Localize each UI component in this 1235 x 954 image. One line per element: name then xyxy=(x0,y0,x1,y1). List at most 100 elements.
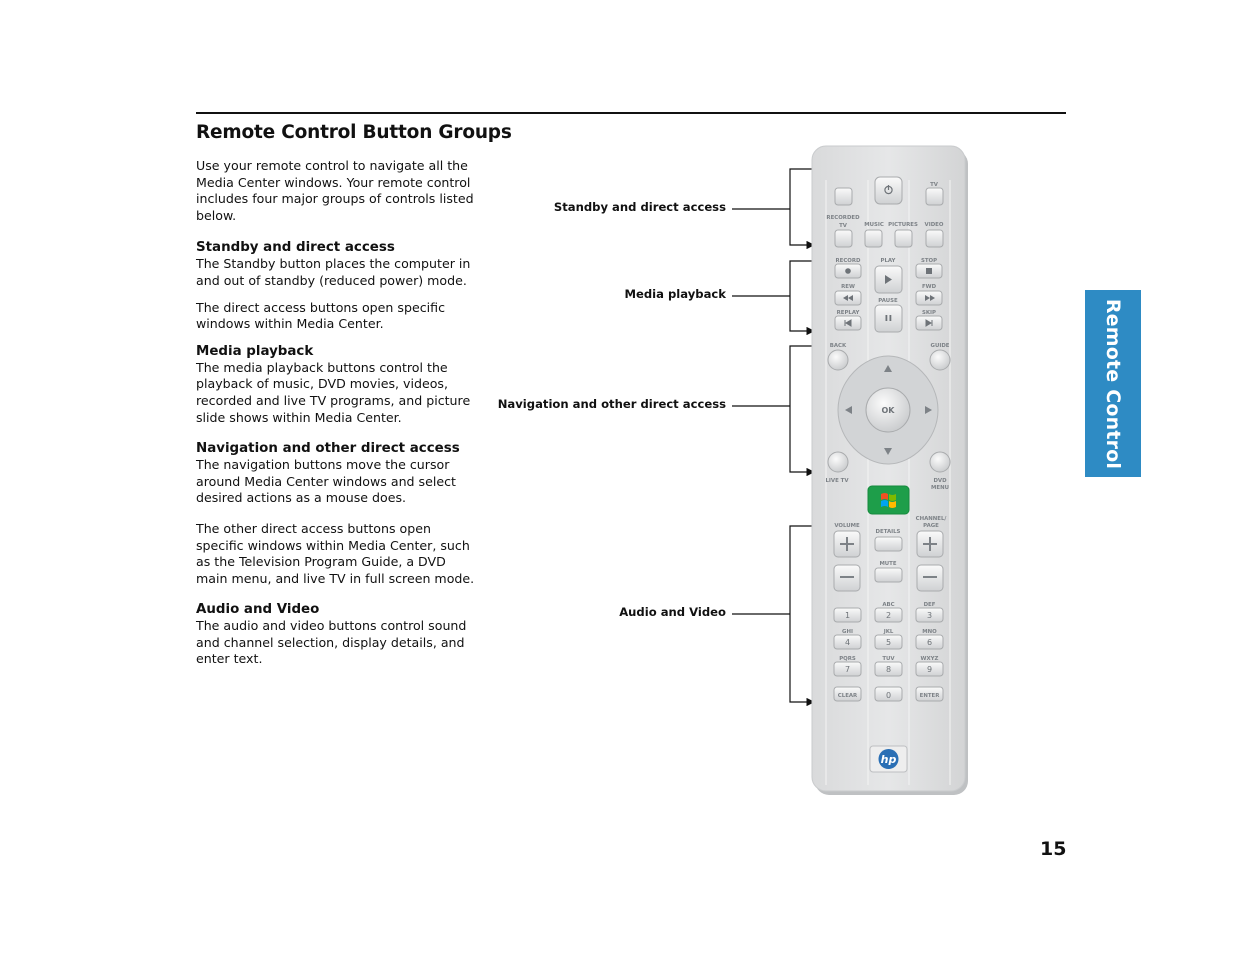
svg-text:MUTE: MUTE xyxy=(879,561,896,567)
enter-button xyxy=(915,686,944,702)
windows-logo-icon xyxy=(881,493,896,508)
svg-text:SKIP: SKIP xyxy=(922,310,936,316)
svg-text:VOLUME: VOLUME xyxy=(834,523,860,529)
svg-text:hp: hp xyxy=(881,753,897,766)
mute-button xyxy=(874,567,903,583)
svg-text:BACK: BACK xyxy=(830,343,847,349)
tv-button xyxy=(925,187,944,206)
recorded-tv-button xyxy=(834,229,853,248)
keypad-letters: WXYZ xyxy=(921,656,939,662)
section-paragraph: The Standby button places the computer i… xyxy=(196,256,471,288)
svg-text:OK: OK xyxy=(882,406,896,415)
plus-icon xyxy=(923,537,937,551)
keypad-key-9 xyxy=(915,661,944,677)
down-arrow-icon xyxy=(884,448,892,455)
tv-label: TV xyxy=(930,182,939,188)
dvd-menu-button xyxy=(929,451,951,473)
video-label: VIDEO xyxy=(925,222,944,228)
navigation-group: BACK GUIDE OK LIVE TV DVD MENU xyxy=(825,343,951,515)
keypad-key-6 xyxy=(915,634,944,650)
callout-standby: Standby and direct access xyxy=(553,200,726,214)
svg-text:0: 0 xyxy=(886,691,891,700)
keypad-digit: 5 xyxy=(886,638,891,647)
keypad-digit: 7 xyxy=(845,665,850,674)
keypad-letters: TUV xyxy=(882,656,895,662)
callout-brackets xyxy=(732,164,822,707)
keypad-digit: 3 xyxy=(927,611,932,620)
playback-group: RECORD PLAY STOP REW FWD PAUSE REPLAY SK… xyxy=(834,258,943,333)
clear-button xyxy=(833,686,862,702)
svg-text:FWD: FWD xyxy=(922,284,937,290)
page-number: 15 xyxy=(1040,838,1067,860)
up-arrow-icon xyxy=(884,365,892,372)
keypad-letters: ABC xyxy=(882,602,894,608)
blank-button xyxy=(834,187,853,206)
keypad-digit: 2 xyxy=(886,611,891,620)
text-column: Use your remote control to navigate all … xyxy=(196,158,481,668)
keypad-digit: 6 xyxy=(927,638,932,647)
section-heading-audio: Audio and Video xyxy=(196,602,320,618)
callout-navigation: Navigation and other direct access xyxy=(497,397,726,411)
keypad-key-8 xyxy=(874,661,903,677)
plus-icon xyxy=(840,537,854,551)
callout-media: Media playback xyxy=(624,287,726,301)
svg-text:RECORD: RECORD xyxy=(836,258,862,264)
svg-text:PAGE: PAGE xyxy=(923,523,939,529)
keypad-key-3 xyxy=(915,607,944,623)
live-tv-button xyxy=(827,451,849,473)
standby-group: TV RECORDED TV MUSIC PICTURES VIDEO xyxy=(826,176,944,248)
section-paragraph: The media playback buttons control the p… xyxy=(196,359,471,425)
ok-button xyxy=(865,387,911,433)
keypad-key-7 xyxy=(833,661,862,677)
callout-audio: Audio and Video xyxy=(619,605,726,619)
back-button xyxy=(827,349,849,371)
keypad-letters: MNO xyxy=(922,629,937,635)
keypad-key-2 xyxy=(874,607,903,623)
svg-text:DVD: DVD xyxy=(933,478,947,484)
pictures-label: PICTURES xyxy=(888,222,918,228)
section-paragraph: The audio and video buttons control soun… xyxy=(196,618,467,667)
windows-start-button xyxy=(867,485,910,515)
svg-text:CLEAR: CLEAR xyxy=(838,693,858,699)
section-paragraph: The other direct access buttons open spe… xyxy=(196,520,475,586)
recorded-label: RECORDED xyxy=(826,215,860,221)
guide-button xyxy=(929,349,951,371)
section-heading-standby: Standby and direct access xyxy=(196,240,395,256)
audio-video-group: CHANNEL/ PAGE VOLUME DETAILS MUTE xyxy=(833,516,947,592)
keypad-letters: JKL xyxy=(883,629,894,635)
music-label: MUSIC xyxy=(864,222,884,228)
section-paragraph: The direct access buttons open specific … xyxy=(196,299,445,332)
section-paragraph: The navigation buttons move the cursor a… xyxy=(196,457,456,506)
keypad-key-5 xyxy=(874,634,903,650)
right-arrow-icon xyxy=(925,406,932,414)
svg-text:REPLAY: REPLAY xyxy=(837,310,860,316)
keypad-digit: 1 xyxy=(845,611,850,620)
svg-text:CHANNEL/: CHANNEL/ xyxy=(916,516,947,522)
pause-button xyxy=(874,304,903,333)
keypad-digit: 9 xyxy=(927,665,932,674)
side-tab-label: Remote Control xyxy=(1102,298,1124,469)
hp-logo xyxy=(878,749,899,769)
music-button xyxy=(864,229,883,248)
svg-text:STOP: STOP xyxy=(921,258,937,264)
svg-text:PAUSE: PAUSE xyxy=(878,298,898,304)
section-heading-navigation: Navigation and other direct access xyxy=(196,441,460,457)
keypad-key-4 xyxy=(833,634,862,650)
page-title: Remote Control Button Groups xyxy=(196,122,512,143)
bottom-keys: CLEAR 0 ENTER xyxy=(833,686,944,702)
svg-text:REW: REW xyxy=(841,284,855,290)
section-heading-media: Media playback xyxy=(196,343,314,359)
remote-body xyxy=(811,145,966,792)
zero-button xyxy=(874,686,903,702)
video-button xyxy=(925,229,944,248)
svg-text:MENU: MENU xyxy=(931,485,949,491)
svg-text:DETAILS: DETAILS xyxy=(876,529,901,535)
svg-text:TV: TV xyxy=(839,223,848,229)
keypad-key-1 xyxy=(833,607,862,623)
keypad-letters: PQRS xyxy=(839,656,856,662)
pictures-button xyxy=(894,229,913,248)
keypad-letters: GHI xyxy=(842,629,853,635)
svg-text:GUIDE: GUIDE xyxy=(931,343,950,349)
left-arrow-icon xyxy=(845,406,852,414)
